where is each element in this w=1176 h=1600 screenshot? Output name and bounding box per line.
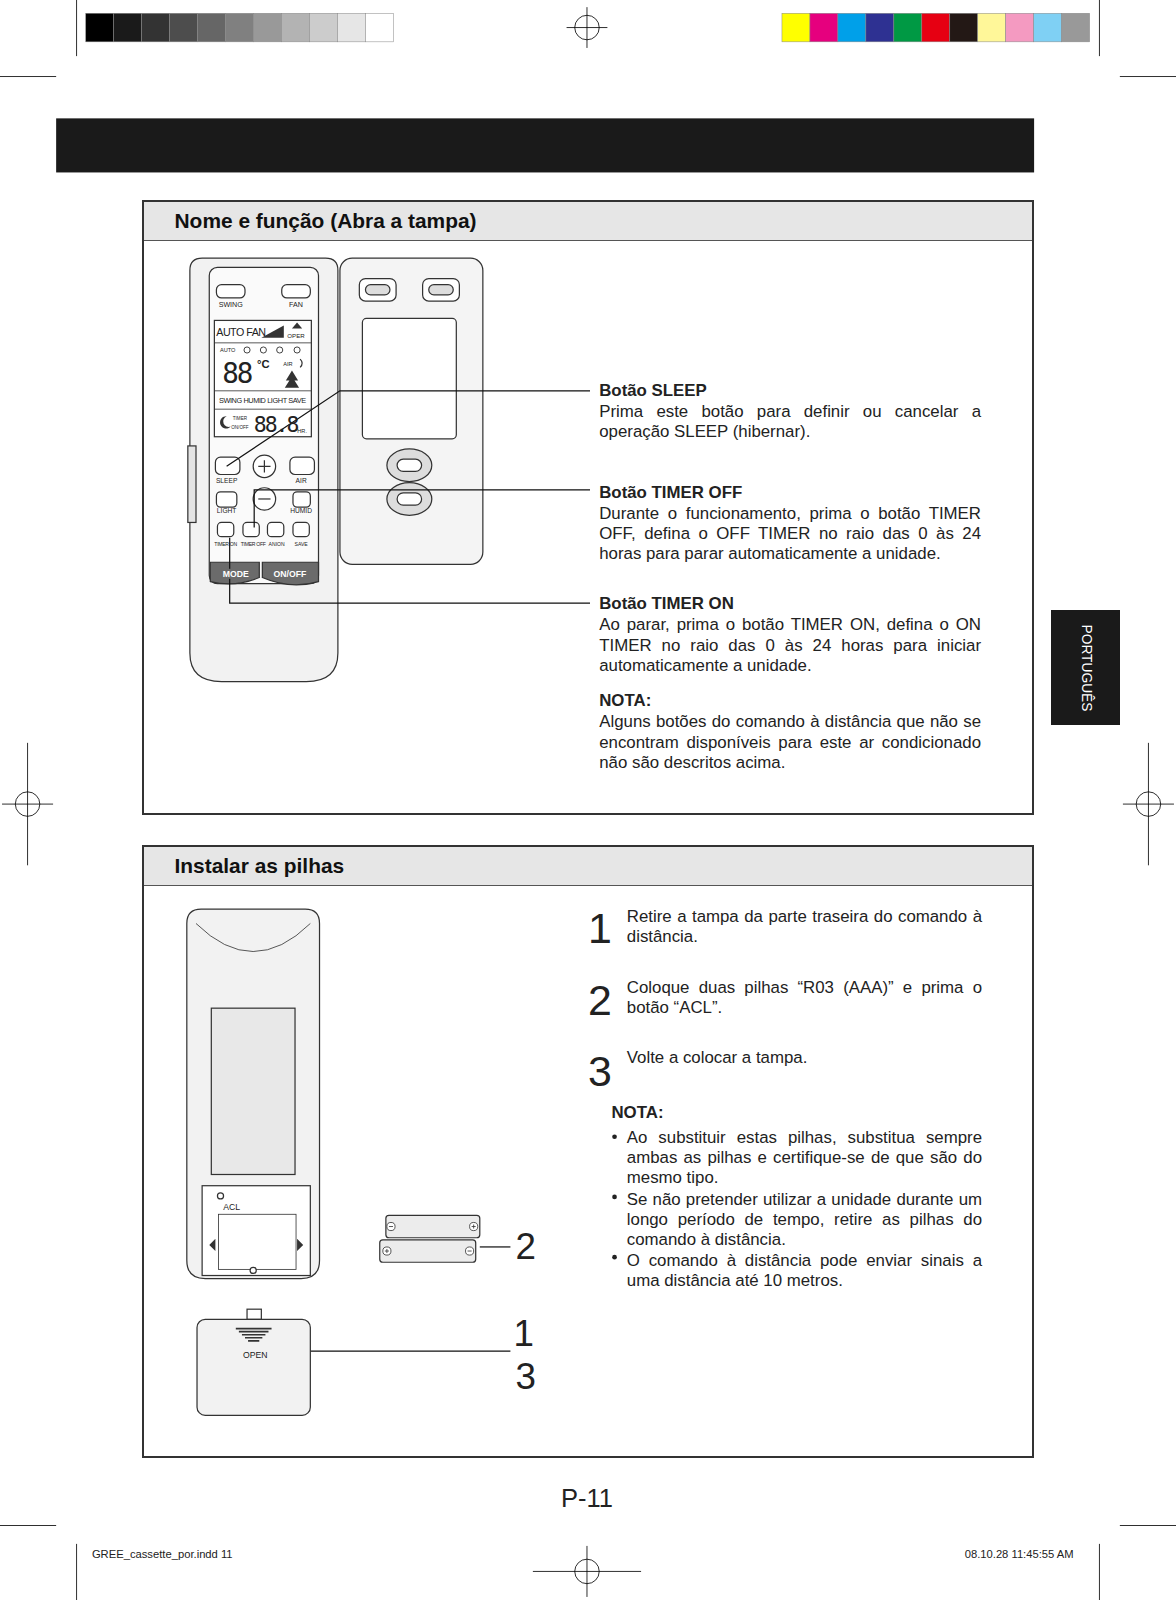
remote-label: HUMID xyxy=(290,507,312,515)
callout-number: 3 xyxy=(515,1355,535,1399)
remote-label: SWING xyxy=(219,301,243,310)
color-bar-patch xyxy=(978,13,1006,42)
remote-back xyxy=(187,909,320,1278)
remote-label: HR. xyxy=(297,427,307,434)
remote-label: TIMER ON xyxy=(214,541,237,547)
remote-label: AIR xyxy=(283,361,292,368)
color-bar-patch xyxy=(337,13,365,42)
footer-text: 08.10.28 11:45:55 AM xyxy=(965,1548,1074,1561)
body-text: Ao parar, prima o botão TIMER ON, defina… xyxy=(599,615,981,676)
step-text: Retire a tampa da parte traseira do coma… xyxy=(627,907,982,947)
step-text: Volte a colocar a tampa. xyxy=(627,1048,982,1068)
item-heading: Botão SLEEP xyxy=(599,381,981,401)
item-heading: Botão TIMER ON xyxy=(599,594,981,614)
body-text: Prima este botão para definir ou cancela… xyxy=(599,402,981,442)
callout-number: 1 xyxy=(513,1312,533,1356)
color-bar-patch xyxy=(810,13,838,42)
remote-label: MODE xyxy=(221,569,251,579)
remote-front xyxy=(188,258,338,681)
remote-label: SAVE xyxy=(295,541,308,547)
color-bar-patch xyxy=(114,13,142,42)
step-number: 2 xyxy=(588,975,612,1026)
step-text: Coloque duas pilhas “R03 (AAA)” e prima … xyxy=(627,978,982,1018)
remote-label: ANION xyxy=(269,541,285,547)
color-bar-patch xyxy=(170,13,198,42)
language-tab: PORTUGUÊS xyxy=(1051,610,1119,724)
color-bar-patch xyxy=(838,13,866,42)
batteries xyxy=(380,1215,480,1262)
remote-label: ACL xyxy=(223,1201,240,1211)
remote-label: SWING HUMID LIGHT SAVE xyxy=(219,397,306,406)
bullet-dots xyxy=(612,1134,617,1259)
color-bar-patch xyxy=(866,13,894,42)
lcd-digits: 88.8 xyxy=(254,412,298,438)
color-bar-patch xyxy=(310,13,338,42)
tab-text: PORTUGUÊS xyxy=(1078,624,1093,711)
item-heading: Botão TIMER OFF xyxy=(599,483,981,503)
remote-label: AUTO xyxy=(220,347,235,354)
step-number: 1 xyxy=(588,903,612,954)
color-bar-patch xyxy=(1006,13,1034,42)
panel-title: Instalar as pilhas xyxy=(175,854,345,878)
lcd-digits: 88 xyxy=(222,357,251,390)
color-bar-patch xyxy=(950,13,978,42)
color-bar-patch xyxy=(254,13,282,42)
color-bar-patch xyxy=(1062,13,1090,42)
remote-label: FAN xyxy=(289,301,303,310)
color-bar-patch xyxy=(142,13,170,42)
remote-label: TIMER xyxy=(233,416,247,422)
note-item: O comando à distância pode enviar sinais… xyxy=(627,1251,982,1291)
header-band xyxy=(56,118,1034,172)
panel-title-band: Nome e função (Abra a tampa) xyxy=(144,202,1032,241)
remote-label: AUTO FAN xyxy=(216,325,265,338)
page-number: P-11 xyxy=(561,1482,613,1513)
remote-label: ON/OFF xyxy=(231,425,248,431)
remote-label: LIGHT xyxy=(217,507,237,515)
color-bar-patch xyxy=(894,13,922,42)
color-bar-patch xyxy=(282,13,310,42)
body-text: Durante o funcionamento, prima o botão T… xyxy=(599,504,981,565)
note-item: Se não pretender utilizar a unidade dura… xyxy=(627,1190,982,1251)
remote-cover xyxy=(340,258,483,564)
footer-text: GREE_cassette_por.indd 11 xyxy=(92,1548,233,1561)
remote-label: ON/OFF xyxy=(272,569,309,579)
remote-label: AIR xyxy=(296,477,307,485)
remote-label: TIMER OFF xyxy=(241,541,266,547)
color-bar-patch xyxy=(922,13,950,42)
color-bar-patch xyxy=(1034,13,1062,42)
remote-label: SLEEP xyxy=(216,477,237,485)
callout-number: 2 xyxy=(515,1225,535,1269)
color-bar-patch xyxy=(86,13,114,42)
note-heading: NOTA: xyxy=(611,1103,663,1123)
panel-title-band: Instalar as pilhas xyxy=(144,847,1032,886)
note-item: Ao substituir estas pilhas, substitua se… xyxy=(627,1128,982,1189)
color-bar-patch xyxy=(198,13,226,42)
panel-title: Nome e função (Abra a tampa) xyxy=(175,209,477,233)
remote-label: °C xyxy=(257,359,270,372)
color-bar-patch xyxy=(226,13,254,42)
color-bar-patch xyxy=(782,13,810,42)
remote-label: OPEN xyxy=(243,1349,268,1359)
battery-cover xyxy=(197,1309,310,1415)
note-heading: NOTA: xyxy=(599,691,981,711)
remote-label: OPER xyxy=(287,332,304,339)
body-text: Alguns botões do comando à distância que… xyxy=(599,712,981,773)
color-bar-patch xyxy=(365,13,393,42)
step-number: 3 xyxy=(588,1046,612,1097)
